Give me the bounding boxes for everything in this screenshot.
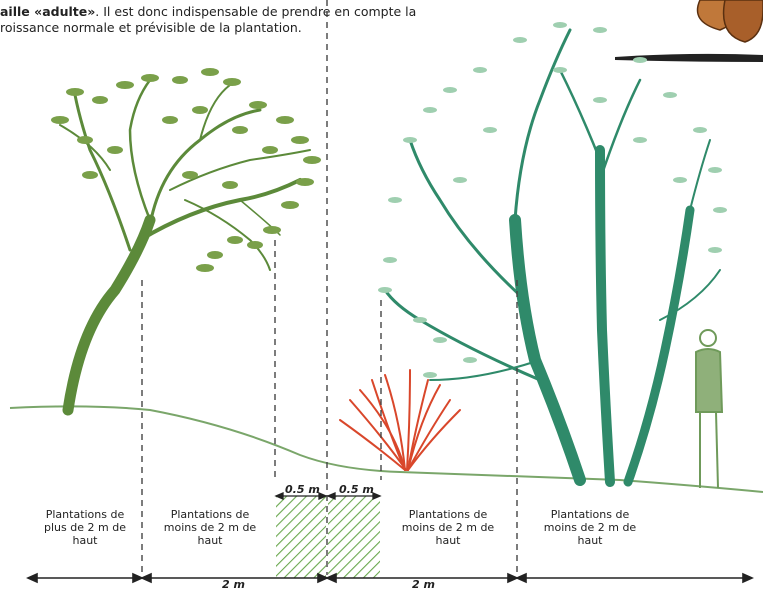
red-shrub bbox=[340, 370, 460, 470]
two-meter-left-label: 2 m bbox=[222, 578, 245, 591]
half-meter-right-label: 0.5 m bbox=[339, 483, 374, 496]
zone-label-3: Plantations de moins de 2 m de haut bbox=[396, 508, 500, 547]
zone-label-4: Plantations de moins de 2 m de haut bbox=[538, 508, 642, 547]
left-tree-foliage bbox=[51, 68, 321, 272]
left-tree bbox=[51, 68, 321, 410]
person-silhouette bbox=[696, 330, 722, 488]
two-meter-right-label: 2 m bbox=[412, 578, 435, 591]
zone-label-1: Plantations de plus de 2 m de haut bbox=[40, 508, 130, 547]
bottom-dimension-arrows bbox=[28, 574, 752, 582]
hatch-zone-right bbox=[328, 496, 380, 578]
zone-label-2: Plantations de moins de 2 m de haut bbox=[158, 508, 262, 547]
half-meter-left-label: 0.5 m bbox=[285, 483, 320, 496]
hatch-zone-left bbox=[276, 496, 326, 578]
right-tree bbox=[378, 22, 727, 482]
decor-hand bbox=[615, 0, 763, 62]
dashed-guides bbox=[142, 0, 517, 575]
